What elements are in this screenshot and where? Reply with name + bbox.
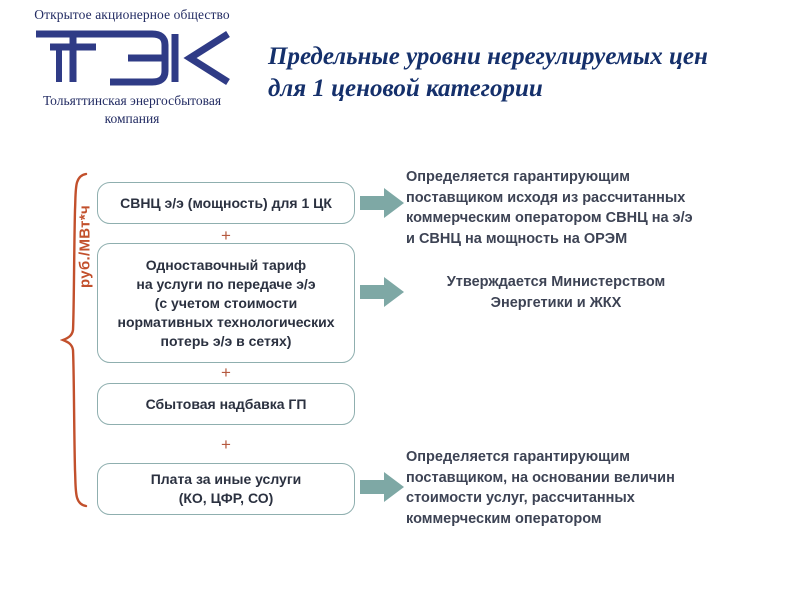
- logo-company-name-line2: компания: [104, 111, 160, 126]
- other-services-fee-box[interactable]: Плата за иные услуги (КО, ЦФР, СО): [97, 463, 355, 515]
- explanation-svnc: Определяется гарантирующим поставщиком и…: [406, 167, 796, 249]
- box-line: Сбытовая надбавка ГП: [145, 395, 307, 412]
- box-line: СВНЦ э/э (мощность) для 1 ЦК: [120, 194, 332, 211]
- box-line: на услуги по передаче э/э: [136, 275, 316, 292]
- sales-markup-box[interactable]: Сбытовая надбавка ГП: [97, 383, 355, 425]
- tek-monogram-icon: [8, 27, 256, 89]
- explanation-line: поставщиком, на основании величин: [406, 469, 675, 486]
- transmission-tariff-box[interactable]: Одноставочный тариф на услуги по передач…: [97, 243, 355, 363]
- logo-company-name-line1: Тольяттинская энергосбытовая: [42, 93, 222, 108]
- box-line: нормативных технологических: [117, 313, 335, 330]
- svnc-power-box[interactable]: СВНЦ э/э (мощность) для 1 ЦК: [97, 182, 355, 224]
- slide-title-line2: для 1 ценовой категории: [268, 74, 543, 102]
- company-logo: Открытое акционерное общество: [8, 6, 256, 128]
- arrow-right-icon: [360, 472, 404, 502]
- explanation-line: коммерческим оператором: [406, 510, 602, 527]
- logo-company-name: Тольяттинская энергосбытовая компания: [8, 92, 256, 128]
- box-line: Плата за иные услуги: [150, 471, 302, 487]
- box-line: (с учетом стоимости: [154, 294, 298, 311]
- plus-operator-1: +: [221, 226, 231, 245]
- box-line: потерь э/э в сетях): [160, 332, 292, 349]
- plus-operator-2: +: [221, 363, 231, 382]
- explanation-line: и СВНЦ на мощность на ОРЭМ: [406, 230, 628, 247]
- arrow-right-icon: [360, 277, 404, 307]
- box-line: (КО, ЦФР, СО): [178, 490, 274, 506]
- arrow-right-icon: [360, 188, 404, 218]
- plus-operator-3: +: [221, 435, 231, 454]
- explanation-line: Определяется гарантирующим: [406, 449, 631, 465]
- explanation-line: Утверждается Министерством: [446, 274, 666, 290]
- logo-legal-form-text: Открытое акционерное общество: [34, 7, 230, 22]
- explanation-ministry: Утверждается Министерством Энергетики и …: [406, 272, 706, 313]
- explanation-line: Определяется гарантирующим: [406, 169, 631, 185]
- slide-title-line1: Предельные уровни нерегулируемых цен: [268, 42, 708, 70]
- explanation-other-services: Определяется гарантирующим поставщиком, …: [406, 447, 796, 529]
- slide-title: Предельные уровни нерегулируемых цен для…: [268, 41, 788, 105]
- explanation-line: коммерческим оператором СВНЦ на э/э: [406, 210, 693, 226]
- grouping-brace: [59, 170, 90, 510]
- explanation-line: Энергетики и ЖКХ: [490, 294, 622, 311]
- explanation-line: поставщиком исходя из рассчитанных: [406, 189, 686, 206]
- box-line: Одноставочный тариф: [145, 256, 307, 273]
- explanation-line: стоимости услуг, рассчитанных: [406, 490, 635, 506]
